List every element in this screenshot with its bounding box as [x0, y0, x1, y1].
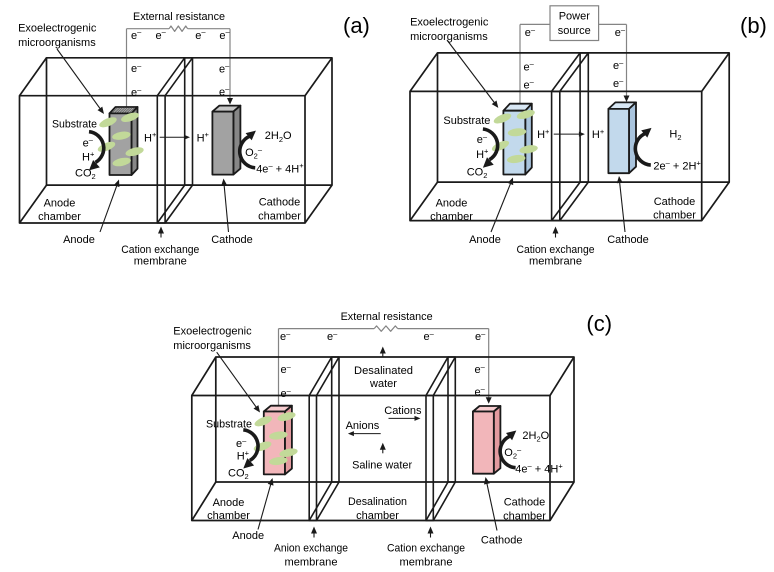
- svg-text:CO2: CO2: [228, 468, 249, 482]
- svg-text:e–: e–: [236, 436, 247, 450]
- svg-text:Exoelectrogenic: Exoelectrogenic: [173, 326, 252, 338]
- svg-text:External resistance: External resistance: [341, 311, 433, 323]
- svg-text:e–: e–: [613, 58, 624, 72]
- svg-text:CO2: CO2: [75, 168, 96, 182]
- svg-text:e–: e–: [477, 132, 488, 146]
- svg-text:e–: e–: [524, 77, 535, 91]
- svg-text:Saline water: Saline water: [352, 460, 412, 472]
- svg-text:e–: e–: [327, 329, 338, 343]
- svg-text:External resistance: External resistance: [133, 11, 225, 23]
- svg-text:e–: e–: [475, 362, 486, 376]
- svg-text:Substrate: Substrate: [206, 419, 252, 431]
- svg-text:e–: e–: [524, 59, 535, 73]
- svg-text:e–: e–: [131, 61, 142, 75]
- svg-text:e–: e–: [156, 28, 167, 42]
- svg-text:Anode: Anode: [436, 197, 468, 209]
- svg-text:chamber: chamber: [207, 510, 250, 522]
- svg-text:Anode: Anode: [213, 497, 245, 509]
- svg-text:Cathode: Cathode: [259, 197, 301, 209]
- svg-text:chamber: chamber: [258, 211, 301, 223]
- svg-text:chamber: chamber: [503, 511, 546, 523]
- svg-text:Anode: Anode: [232, 530, 264, 542]
- svg-text:membrane: membrane: [400, 557, 453, 569]
- svg-text:(c): (c): [586, 311, 612, 336]
- svg-text:e–: e–: [219, 61, 230, 75]
- svg-text:e–: e–: [131, 85, 142, 99]
- svg-text:Cations: Cations: [384, 405, 422, 417]
- svg-text:water: water: [369, 378, 397, 390]
- svg-text:CO2: CO2: [467, 167, 488, 181]
- svg-text:Anions: Anions: [346, 420, 380, 432]
- svg-text:Substrate: Substrate: [443, 115, 490, 127]
- svg-text:Cation exchange: Cation exchange: [517, 244, 595, 256]
- svg-text:Cathode: Cathode: [654, 196, 696, 208]
- svg-text:chamber: chamber: [653, 210, 696, 222]
- svg-text:Cathode: Cathode: [481, 535, 523, 547]
- svg-text:Desalinated: Desalinated: [354, 365, 413, 377]
- svg-text:microorganisms: microorganisms: [410, 31, 488, 43]
- svg-text:4e– + 4H+: 4e– + 4H+: [515, 461, 563, 475]
- svg-text:e–: e–: [525, 25, 536, 39]
- svg-text:e–: e–: [281, 386, 292, 400]
- svg-text:chamber: chamber: [356, 510, 399, 522]
- svg-text:Cation exchange: Cation exchange: [387, 543, 465, 555]
- svg-text:e–: e–: [424, 329, 435, 343]
- svg-text:e–: e–: [131, 28, 142, 42]
- svg-text:2H2O: 2H2O: [522, 430, 549, 444]
- svg-text:e–: e–: [615, 25, 626, 39]
- svg-text:e–: e–: [280, 329, 291, 343]
- svg-text:4e– + 4H+: 4e– + 4H+: [256, 161, 304, 175]
- svg-text:e–: e–: [475, 384, 486, 398]
- svg-text:Anode: Anode: [469, 234, 501, 246]
- svg-text:e–: e–: [195, 28, 206, 42]
- svg-text:Cathode: Cathode: [607, 234, 649, 246]
- svg-text:(b): (b): [740, 13, 767, 38]
- svg-text:Cathode: Cathode: [504, 497, 546, 509]
- svg-text:Cathode: Cathode: [211, 234, 253, 246]
- svg-text:chamber: chamber: [430, 211, 473, 223]
- svg-text:microorganisms: microorganisms: [18, 37, 96, 49]
- svg-text:Substrate: Substrate: [52, 119, 97, 131]
- svg-text:e–: e–: [219, 28, 230, 42]
- svg-text:Exoelectrogenic: Exoelectrogenic: [410, 17, 489, 29]
- svg-text:e–: e–: [281, 362, 292, 376]
- svg-text:Anode: Anode: [63, 234, 95, 246]
- svg-text:e–: e–: [219, 84, 230, 98]
- svg-text:membrane: membrane: [529, 255, 582, 267]
- svg-text:Desalination: Desalination: [348, 496, 407, 508]
- svg-text:2H2O: 2H2O: [265, 130, 292, 144]
- svg-text:membrane: membrane: [285, 557, 338, 569]
- svg-text:e–: e–: [475, 329, 486, 343]
- svg-text:Exoelectrogenic: Exoelectrogenic: [18, 23, 97, 35]
- svg-text:membrane: membrane: [134, 255, 187, 267]
- svg-text:microorganisms: microorganisms: [173, 340, 251, 352]
- svg-text:Power: Power: [559, 11, 591, 23]
- svg-text:source: source: [558, 25, 591, 37]
- svg-text:chamber: chamber: [38, 211, 81, 223]
- svg-text:(a): (a): [343, 13, 370, 38]
- svg-text:Cation exchange: Cation exchange: [121, 244, 199, 256]
- svg-text:e–: e–: [613, 76, 624, 90]
- svg-text:Anion exchange: Anion exchange: [274, 543, 348, 555]
- svg-text:Anode: Anode: [44, 197, 76, 209]
- svg-text:2e– + 2H+: 2e– + 2H+: [653, 158, 701, 172]
- svg-text:e–: e–: [83, 136, 94, 150]
